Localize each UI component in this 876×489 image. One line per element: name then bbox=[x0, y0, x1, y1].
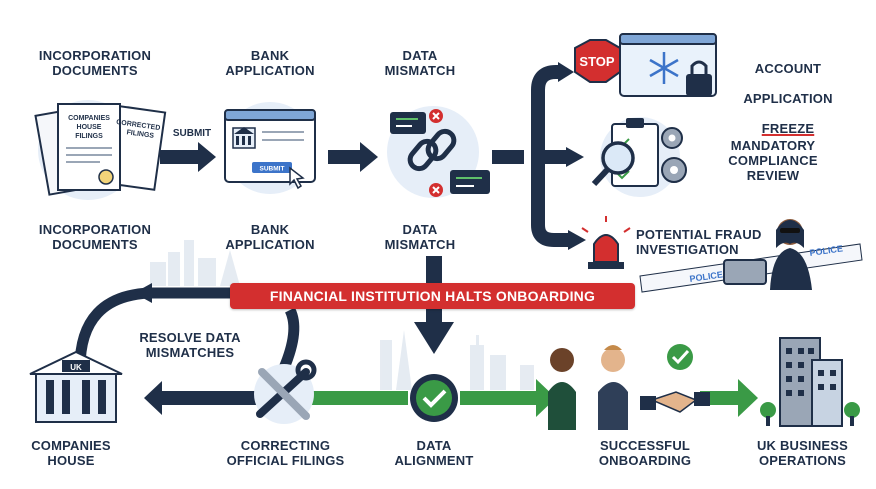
business-building-icon bbox=[760, 337, 860, 427]
svg-text:POLICE: POLICE bbox=[809, 243, 844, 258]
label-mandatory-compliance-review: MANDATORY COMPLIANCE REVIEW bbox=[728, 138, 818, 183]
stop-sign-text: STOP bbox=[579, 54, 614, 69]
label-successful-onboarding: SUCCESSFUL ONBOARDING bbox=[598, 438, 692, 468]
halts-onboarding-banner: FINANCIAL INSTITUTION HALTS ONBOARDING bbox=[230, 283, 635, 309]
arrow-to-companies-house bbox=[160, 391, 260, 405]
submit-button-text: SUBMIT bbox=[260, 166, 285, 173]
police-tape-text: POLICE bbox=[689, 269, 724, 284]
investigator-icon bbox=[723, 219, 812, 290]
label-incorporation-documents-bottom: INCORPORATION DOCUMENTS bbox=[38, 222, 152, 252]
label-freeze: FREEZE bbox=[761, 121, 815, 136]
companies-house-building-icon: UK bbox=[29, 350, 123, 423]
doc-front-title: COMPANIES bbox=[68, 115, 110, 122]
label-bank-application-bottom: BANK APPLICATION bbox=[225, 222, 315, 252]
branch-arrows bbox=[492, 65, 570, 247]
svg-text:HOUSE: HOUSE bbox=[77, 124, 102, 131]
compliance-review-icon bbox=[591, 117, 687, 197]
label-data-alignment: DATA ALIGNMENT bbox=[394, 438, 474, 468]
building-sign: UK bbox=[70, 363, 82, 372]
label-data-mismatch-bottom: DATA MISMATCH bbox=[384, 222, 456, 252]
label-application: APPLICATION bbox=[743, 91, 833, 106]
bank-application-window-icon: SUBMIT bbox=[224, 102, 316, 194]
label-bank-application-top: BANK APPLICATION bbox=[225, 48, 315, 78]
svg-text:FILINGS: FILINGS bbox=[126, 129, 155, 140]
alignment-check-icon bbox=[410, 374, 458, 422]
police-siren-icon bbox=[581, 216, 631, 269]
label-resolve-data-mismatches: RESOLVE DATA MISMATCHES bbox=[139, 330, 241, 360]
incorporation-documents-icon: COMPANIES HOUSE FILINGS CORRECTED FILING… bbox=[34, 100, 167, 200]
skyline-background bbox=[150, 240, 534, 390]
label-potential-fraud-investigation: POTENTIAL FRAUD INVESTIGATION bbox=[636, 227, 762, 257]
wrench-tools-icon bbox=[254, 359, 317, 424]
frozen-account-window-icon bbox=[619, 33, 717, 97]
label-incorporation-documents-top: INCORPORATION DOCUMENTS bbox=[38, 48, 152, 78]
label-account: ACCOUNT bbox=[754, 61, 822, 76]
stop-sign-icon: STOP bbox=[574, 39, 621, 83]
svg-text:FILINGS: FILINGS bbox=[75, 133, 103, 140]
label-companies-house: COMPANIES HOUSE bbox=[31, 438, 111, 468]
submit-label: SUBMIT bbox=[173, 128, 211, 139]
data-mismatch-icon bbox=[387, 106, 490, 198]
label-data-mismatch-top: DATA MISMATCH bbox=[384, 48, 456, 78]
green-arrow-to-alignment bbox=[300, 391, 408, 405]
label-correcting-official-filings: CORRECTING OFFICIAL FILINGS bbox=[226, 438, 345, 468]
business-people-icon bbox=[548, 344, 710, 430]
label-uk-business-operations: UK BUSINESS OPERATIONS bbox=[756, 438, 849, 468]
arrow-to-mismatch bbox=[328, 142, 378, 172]
submit-arrow: SUBMIT bbox=[160, 128, 216, 172]
label-account-application-freeze: ACCOUNT APPLICATION FREEZE bbox=[728, 46, 848, 136]
